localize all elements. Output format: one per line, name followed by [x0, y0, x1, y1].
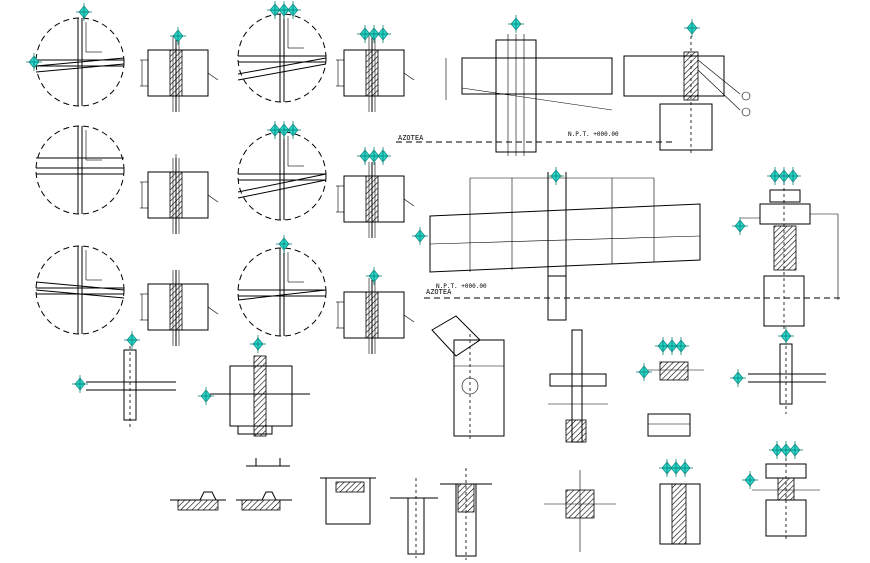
anchor-detail-bottom-1 — [390, 478, 438, 558]
marker-icon — [197, 386, 215, 406]
marker-icon — [507, 14, 525, 34]
marker-triple-icon — [655, 337, 689, 355]
column-section-bottom-right — [741, 441, 820, 540]
long-beam-elevation: AZOTEA N.P.T. +000.00 — [411, 166, 840, 321]
marker-triple-icon — [659, 459, 693, 477]
beam-column-elevation-top: AZOTEA N.P.T. +000.00 — [396, 14, 672, 156]
column-section-mid-right — [731, 167, 839, 330]
marker-triple-icon — [357, 147, 391, 165]
marker-icon — [169, 26, 187, 46]
column-plate-detail-bottom — [659, 459, 701, 545]
plate-detail-left — [197, 334, 310, 437]
bolt-plate-detail-bottom — [544, 470, 616, 552]
circle-detail-row-1 — [25, 1, 415, 113]
marker-triple-icon — [267, 121, 301, 139]
marker-icon — [249, 334, 267, 354]
marker-icon — [123, 330, 141, 350]
marker-icon — [275, 234, 293, 254]
marker-icon — [635, 362, 653, 382]
column-section-top-right — [623, 18, 751, 156]
marker-triple-icon — [767, 167, 801, 185]
small-bolt-group — [635, 337, 704, 437]
marker-icon — [365, 266, 383, 286]
npt-level-label: N.P.T. +000.00 — [568, 131, 619, 138]
marker-icon — [71, 374, 89, 394]
azotea-label: AZOTEA — [426, 288, 452, 296]
column-base-detail-right — [729, 326, 826, 414]
inclined-connection-detail — [431, 315, 505, 440]
marker-icon — [741, 470, 759, 490]
marker-icon — [547, 166, 565, 186]
marker-icon — [731, 216, 749, 236]
column-plate-detail-center — [548, 329, 608, 443]
marker-icon — [411, 226, 429, 246]
column-base-detail-left — [71, 330, 176, 430]
marker-icon — [729, 368, 747, 388]
marker-icon — [777, 326, 795, 346]
anchor-detail-bottom-2 — [440, 468, 492, 560]
marker-triple-icon — [357, 25, 391, 43]
circle-detail-row-2 — [35, 121, 415, 239]
marker-icon — [25, 52, 43, 72]
azotea-label: AZOTEA — [398, 134, 424, 142]
weld-details-bottom-left — [170, 458, 376, 525]
marker-triple-icon — [769, 441, 803, 459]
npt-level-label: N.P.T. +000.00 — [436, 283, 487, 290]
circle-detail-row-3 — [35, 234, 415, 355]
marker-icon — [683, 18, 701, 38]
